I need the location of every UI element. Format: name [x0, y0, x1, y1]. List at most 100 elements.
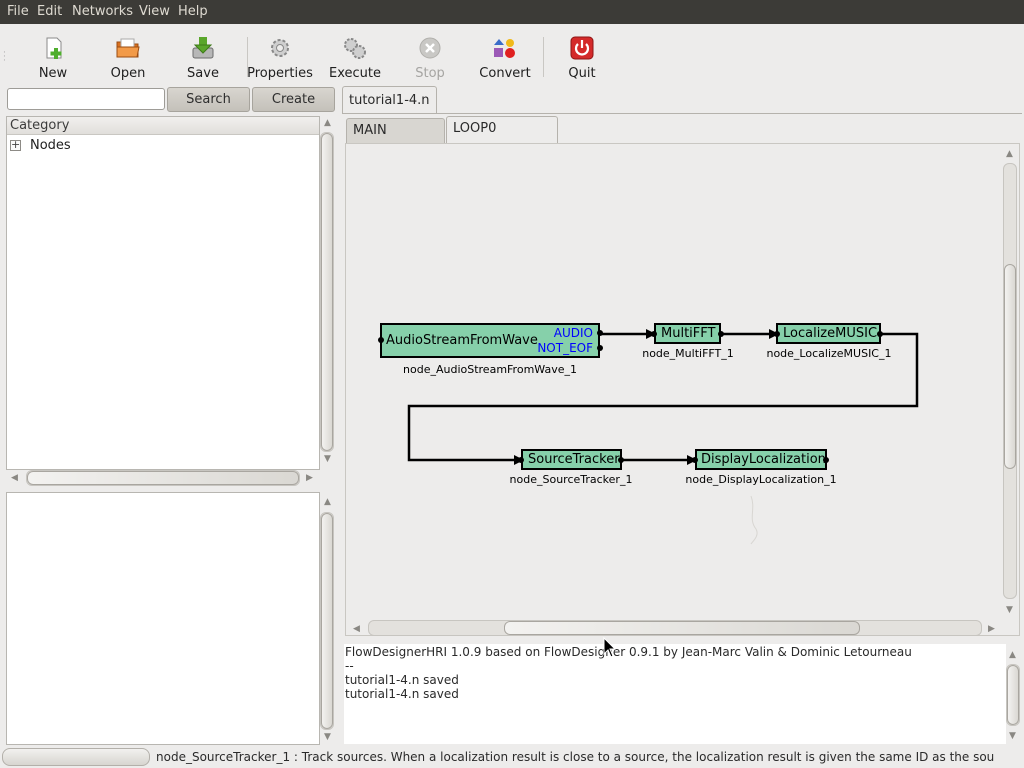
node-name: node_DisplayLocalization_1 — [685, 473, 837, 486]
category-hscroll-thumb[interactable] — [27, 471, 299, 485]
output-port[interactable] — [877, 331, 883, 337]
scroll-down-arrow[interactable]: ▼ — [324, 732, 331, 742]
node-label: LocalizeMUSIC — [783, 326, 878, 341]
network-canvas[interactable]: AudioStreamFromWave AUDIO NOT_EOF node_A… — [345, 143, 1020, 636]
log-vscrollbar[interactable] — [1006, 664, 1020, 726]
quit-button[interactable]: Quit — [547, 34, 617, 81]
menu-file[interactable]: File — [7, 4, 29, 19]
input-port[interactable] — [518, 457, 524, 463]
node-label: AudioStreamFromWave — [386, 333, 538, 348]
new-button[interactable]: New — [18, 34, 88, 81]
canvas-hscrollbar[interactable] — [368, 620, 982, 636]
expand-icon[interactable]: + — [10, 138, 21, 151]
node-label: MultiFFT — [661, 326, 716, 341]
port-label-audio: AUDIO — [553, 326, 593, 340]
scroll-up-arrow[interactable]: ▲ — [324, 497, 331, 507]
save-icon — [192, 37, 214, 59]
input-port[interactable] — [692, 457, 698, 463]
scroll-up-arrow[interactable]: ▲ — [1009, 650, 1016, 660]
category-vscrollbar[interactable] — [320, 132, 334, 452]
menu-view[interactable]: View — [139, 4, 170, 19]
node-sourcetracker[interactable]: SourceTracker — [521, 449, 622, 470]
log-line: FlowDesignerHRI 1.0.9 based on FlowDesig… — [345, 645, 912, 659]
toolbar-separator — [543, 37, 544, 77]
scroll-down-arrow[interactable]: ▼ — [1006, 605, 1013, 615]
output-port-not-eof[interactable] — [597, 345, 603, 351]
menu-edit[interactable]: Edit — [37, 4, 63, 19]
input-port[interactable] — [774, 331, 780, 337]
execute-button[interactable]: Execute — [320, 34, 390, 81]
new-label: New — [38, 66, 68, 81]
category-hscrollbar[interactable] — [26, 470, 300, 486]
scroll-down-arrow[interactable]: ▼ — [1009, 731, 1016, 741]
description-panel — [6, 492, 320, 745]
scroll-down-arrow[interactable]: ▼ — [324, 454, 331, 464]
toolbar: ··· New Open Save Properties — [0, 24, 1024, 82]
log-line: tutorial1-4.n saved — [345, 687, 459, 701]
new-document-icon — [46, 37, 62, 59]
properties-button[interactable]: Properties — [245, 34, 315, 81]
category-tree: Category + Nodes — [6, 116, 320, 470]
node-localizemusic[interactable]: LocalizeMUSIC — [776, 323, 881, 344]
tab-tutorial-file[interactable]: tutorial1-4.n — [342, 86, 437, 114]
scroll-left-arrow[interactable]: ◀ — [353, 624, 360, 634]
convert-button[interactable]: Convert — [470, 34, 540, 81]
open-button[interactable]: Open — [93, 34, 163, 81]
save-label: Save — [187, 66, 219, 81]
node-name: node_SourceTracker_1 — [509, 473, 633, 486]
menu-networks[interactable]: Networks — [72, 4, 134, 19]
convert-icon — [494, 39, 515, 58]
stop-icon — [419, 37, 441, 59]
open-label: Open — [110, 66, 146, 81]
scroll-up-arrow[interactable]: ▲ — [324, 118, 331, 128]
output-port-audio[interactable] — [597, 330, 603, 336]
execute-label: Execute — [329, 66, 381, 81]
power-icon — [570, 36, 594, 60]
menu-help[interactable]: Help — [178, 4, 208, 19]
category-vscroll-thumb[interactable] — [321, 133, 333, 451]
output-port[interactable] — [618, 457, 624, 463]
search-input[interactable] — [7, 88, 165, 110]
log-vscroll-thumb[interactable] — [1007, 665, 1019, 725]
scroll-right-arrow[interactable]: ▶ — [306, 473, 313, 483]
menubar: File Edit Networks View Help — [0, 0, 1024, 24]
search-button[interactable]: Search — [167, 87, 250, 112]
node-name: node_AudioStreamFromWave_1 — [403, 363, 577, 376]
status-progress-bar — [2, 748, 150, 766]
output-port[interactable] — [823, 457, 829, 463]
node-multifft[interactable]: MultiFFT — [654, 323, 721, 344]
properties-label: Properties — [247, 66, 313, 81]
node-label: DisplayLocalization — [701, 452, 826, 467]
scroll-left-arrow[interactable]: ◀ — [11, 473, 18, 483]
tree-item-nodes[interactable]: Nodes — [30, 138, 71, 153]
node-displaylocalization[interactable]: DisplayLocalization — [695, 449, 827, 470]
stop-label: Stop — [415, 66, 445, 81]
log-output: FlowDesignerHRI 1.0.9 based on FlowDesig… — [344, 644, 1006, 744]
node-name: node_LocalizeMUSIC_1 — [766, 347, 892, 360]
description-vscroll-thumb[interactable] — [321, 513, 333, 729]
toolbar-grip[interactable]: ··· — [3, 48, 6, 66]
canvas-vscrollbar[interactable] — [1003, 163, 1017, 599]
scroll-right-arrow[interactable]: ▶ — [988, 624, 995, 634]
create-button[interactable]: Create — [252, 87, 335, 112]
output-port[interactable] — [718, 331, 724, 337]
log-line: tutorial1-4.n saved — [345, 673, 459, 687]
stop-button[interactable]: Stop — [395, 34, 465, 81]
input-port[interactable] — [378, 337, 384, 343]
connection-links — [407, 329, 919, 545]
tab-divider — [342, 113, 1022, 114]
canvas-vscroll-thumb[interactable] — [1004, 264, 1016, 469]
input-port[interactable] — [651, 331, 657, 337]
quit-label: Quit — [568, 66, 596, 81]
canvas-hscroll-thumb[interactable] — [504, 621, 860, 635]
tab-main-subnet[interactable]: MAIN (subnet) — [346, 118, 445, 162]
open-folder-icon — [116, 38, 140, 58]
scroll-up-arrow[interactable]: ▲ — [1006, 149, 1013, 159]
category-column-header[interactable]: Category — [7, 117, 319, 135]
save-button[interactable]: Save — [168, 34, 238, 81]
description-vscrollbar[interactable] — [320, 512, 334, 730]
status-text: node_SourceTracker_1 : Track sources. Wh… — [156, 750, 995, 764]
link-localize-sourcetracker — [407, 332, 919, 462]
node-audiostreamfromwave[interactable]: AudioStreamFromWave AUDIO NOT_EOF — [380, 323, 600, 358]
tab-loop0-iterator[interactable]: LOOP0 (iterator) — [446, 116, 558, 160]
